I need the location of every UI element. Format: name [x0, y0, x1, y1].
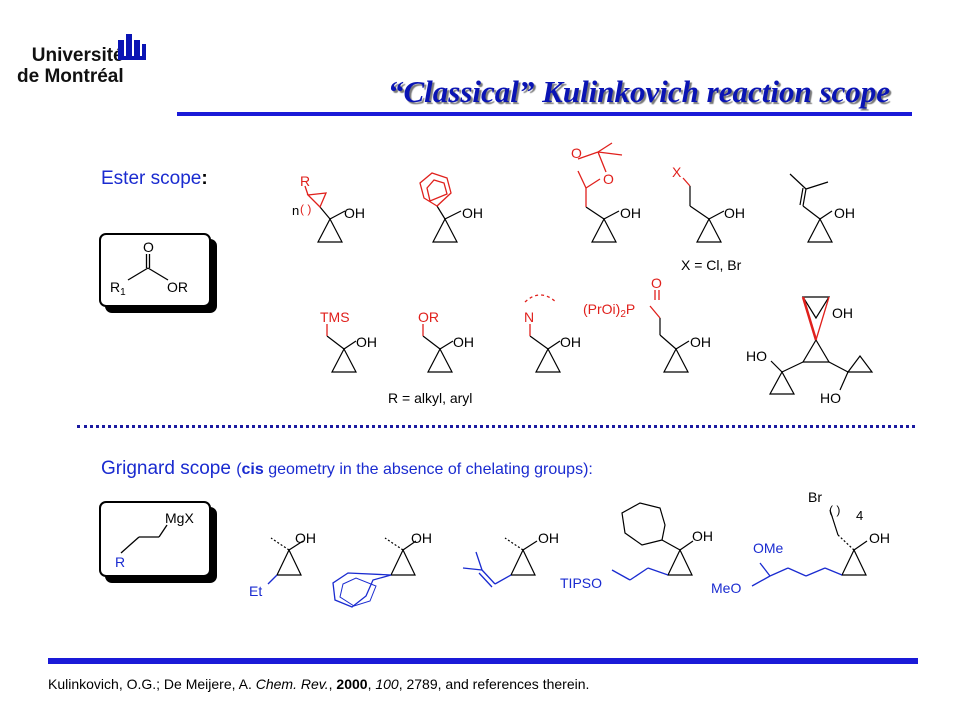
mol8-oh-label: OH — [560, 334, 581, 350]
mol7-note: R = alkyl, aryl — [388, 390, 472, 406]
g3-oh-label: OH — [538, 530, 559, 546]
g5-meo-label: MeO — [711, 580, 741, 596]
g1-et-label: Et — [249, 583, 262, 599]
ester-or-label: OR — [167, 279, 188, 295]
mol9-oh-label: OH — [690, 334, 711, 350]
mol3-o1-label: O — [571, 145, 582, 161]
section-divider — [77, 425, 915, 428]
mol9-o-label: O — [651, 275, 662, 291]
mol2-oh-label: OH — [462, 205, 483, 221]
g1-oh-label: OH — [295, 530, 316, 546]
grignard-cis-label: cis — [241, 461, 264, 478]
mol6-tms-label: TMS — [320, 309, 350, 325]
g5-ome-label: OMe — [753, 540, 784, 556]
ester-scope-label: Ester scope — [101, 168, 202, 189]
university-emblem-icon — [118, 34, 146, 60]
g4-oh-label: OH — [692, 528, 713, 544]
g5-oh-label: OH — [869, 530, 890, 546]
mol7-or-label: OR — [418, 309, 439, 325]
mol1-paren-label: ( ) — [300, 202, 311, 216]
mol10-oh-top-label: OH — [832, 305, 853, 321]
footer-reference: Kulinkovich, O.G.; De Meijere, A. Chem. … — [48, 676, 590, 692]
grignard-scope-structures: OH Et OH OH OH TIPSO Br ( ) 4 OMe MeO OH — [249, 489, 890, 608]
g5-paren-label: ( ) — [829, 503, 840, 517]
title-underline — [177, 112, 912, 116]
logo-line-2: de Montréal — [17, 66, 124, 87]
mol9-p-label: (PrOi)2P — [583, 301, 635, 320]
ester-generic-box: O R1 OR — [99, 233, 211, 307]
logo-line-1: Université — [31, 45, 124, 66]
grignard-r-label: R — [115, 554, 125, 570]
mol1-oh-label: OH — [344, 205, 365, 221]
footer-authors: Kulinkovich, O.G.; De Meijere, A. — [48, 676, 256, 692]
grignard-scope-label: Grignard scope — [101, 458, 231, 479]
footer-rest: , 2789, and references therein. — [398, 676, 590, 692]
grignard-mgx-label: MgX — [165, 510, 194, 526]
slide-title: “Classical” Kulinkovich reaction scope — [388, 74, 891, 109]
footer-journal: Chem. Rev. — [255, 676, 329, 692]
mol4-note: X = Cl, Br — [681, 257, 742, 273]
ester-generic-structure: O R1 OR — [110, 239, 188, 298]
mol1-n-label: n — [292, 203, 299, 218]
mol10-ho-bottom-label: HO — [820, 390, 841, 406]
mol4-oh-label: OH — [724, 205, 745, 221]
footer-volume: 100 — [375, 676, 399, 692]
mol4-x-label: X — [672, 164, 682, 180]
g4-tipso-label: TIPSO — [560, 575, 602, 591]
ester-carbonyl-o: O — [143, 239, 154, 255]
mol8-n-label: N — [524, 309, 534, 325]
g5-four-label: 4 — [856, 508, 863, 523]
mol6-oh-label: OH — [356, 334, 377, 350]
ester-scope-structures: R n ( ) OH OH O O OH X OH X = Cl, Br OH … — [292, 142, 874, 406]
grignard-scope-note: (cis geometry in the absence of chelatin… — [236, 461, 593, 478]
grignard-scope-heading: Grignard scope (cis geometry in the abse… — [101, 458, 593, 480]
logo-text: Université de Montréal — [17, 45, 124, 87]
ester-scope-heading: Ester scope: — [101, 168, 208, 190]
g5-br-label: Br — [808, 489, 822, 505]
mol5-oh-label: OH — [834, 205, 855, 221]
mol1-r-label: R — [300, 173, 310, 189]
mol10-ho-left-label: HO — [746, 348, 767, 364]
mol7-oh-label: OH — [453, 334, 474, 350]
ester-scope-colon: : — [201, 168, 208, 189]
grignard-generic-box: MgX R — [99, 501, 211, 577]
grignard-generic-structure: MgX R — [115, 510, 194, 570]
footer-rule — [48, 658, 918, 664]
ester-r1-label: R1 — [110, 279, 126, 298]
g2-oh-label: OH — [411, 530, 432, 546]
footer-year: 2000 — [336, 676, 368, 692]
mol3-o2-label: O — [603, 171, 614, 187]
mol3-oh-label: OH — [620, 205, 641, 221]
